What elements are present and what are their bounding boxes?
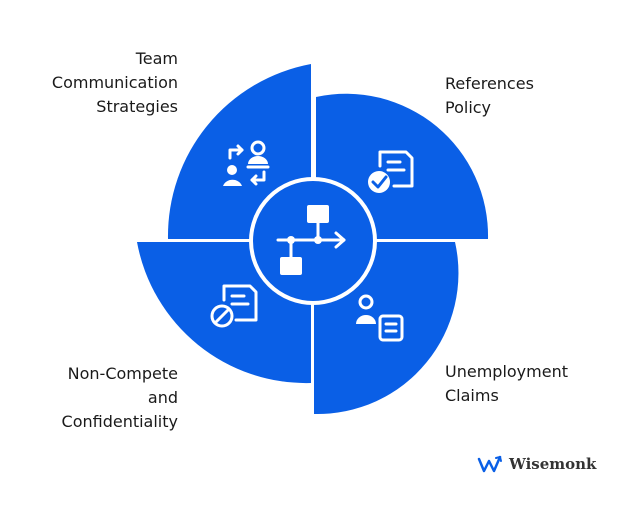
- label-line: Communication: [51, 73, 178, 92]
- label-line: and: [147, 388, 178, 407]
- person-document-icon: [356, 294, 404, 342]
- label-references-policy: References Policy: [445, 72, 534, 120]
- label-line: Non-Compete: [67, 364, 178, 383]
- document-check-icon: [368, 150, 414, 193]
- label-line: References: [445, 74, 534, 93]
- label-line: Claims: [445, 386, 499, 405]
- label-unemployment-claims: Unemployment Claims: [445, 360, 568, 408]
- label-line: Policy: [445, 98, 492, 117]
- brand-watermark: Wisemonk: [477, 455, 596, 473]
- label-line: Confidentiality: [61, 412, 178, 431]
- label-line: Unemployment: [445, 362, 568, 381]
- people-exchange-icon: [223, 140, 270, 186]
- label-team-communication-strategies: Team Communication Strategies: [52, 47, 178, 119]
- label-line: Strategies: [96, 97, 178, 116]
- workflow-flowchart-icon: [276, 205, 346, 275]
- wisemonk-logo-icon: [477, 455, 502, 473]
- label-line: Team: [135, 49, 178, 68]
- document-prohibited-icon: [210, 284, 258, 328]
- label-non-compete-and-confidentiality: Non-Compete and Confidentiality: [62, 362, 178, 434]
- brand-name: Wisemonk: [509, 455, 597, 473]
